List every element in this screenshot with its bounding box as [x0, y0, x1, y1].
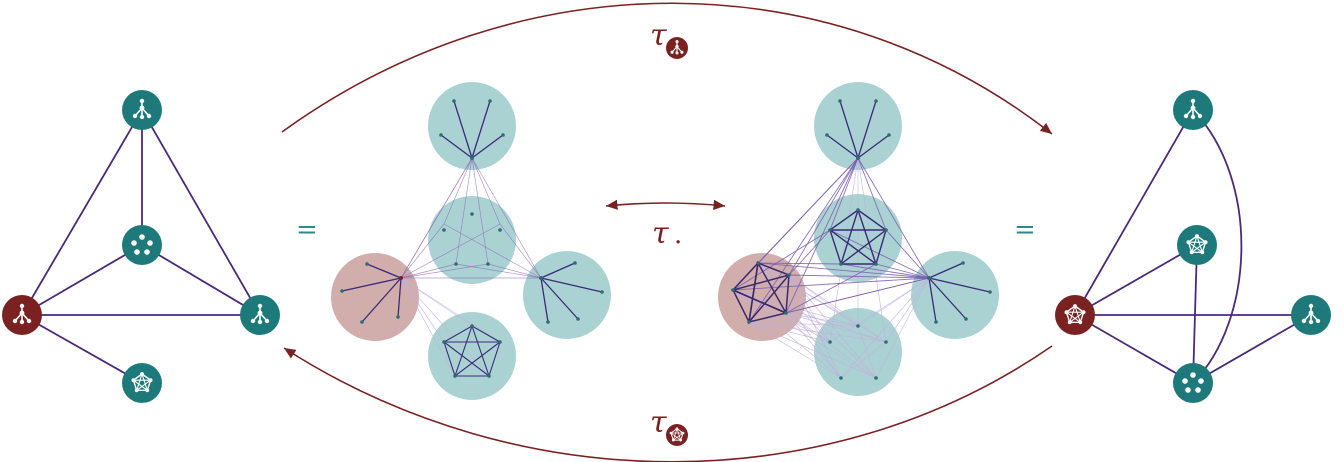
bubble-right [911, 251, 999, 339]
right-quotient-graph [1074, 109, 1312, 384]
left-node-top [122, 90, 162, 130]
left-node-left [2, 295, 42, 335]
bottom-arrow [283, 345, 1053, 462]
bubble-top [428, 82, 516, 170]
middle-left-expanded-graph [331, 82, 611, 400]
equals-left: = [296, 215, 318, 245]
left-quotient-graph [21, 109, 261, 384]
bubble-top [814, 82, 902, 170]
right-node-left [1055, 295, 1095, 335]
tau-top-label: τ [650, 18, 667, 53]
bubble-right [523, 251, 611, 339]
equals-right: = [1014, 215, 1036, 245]
top-arrow [281, 2, 1053, 135]
left-node-center [122, 225, 162, 265]
tau-bottom-label: τ [650, 405, 667, 440]
bottom-operator-icon [666, 424, 688, 446]
right-node-bottom [1173, 363, 1213, 403]
tau-middle-label: τ [652, 216, 669, 251]
bubble-left [718, 253, 806, 341]
middle-double-arrow [605, 199, 726, 210]
bubble-bottom [428, 312, 516, 400]
bubble-center [428, 196, 516, 284]
bubble-left [331, 253, 419, 341]
top-operator-icon [666, 37, 688, 59]
right-node-center [1177, 225, 1217, 265]
left-node-right [240, 295, 280, 335]
tau-middle-suffix: . [674, 220, 682, 250]
right-node-right [1291, 295, 1331, 335]
right-node-top [1173, 90, 1213, 130]
middle-right-expanded-graph [718, 82, 999, 396]
left-node-bottom [122, 363, 162, 403]
